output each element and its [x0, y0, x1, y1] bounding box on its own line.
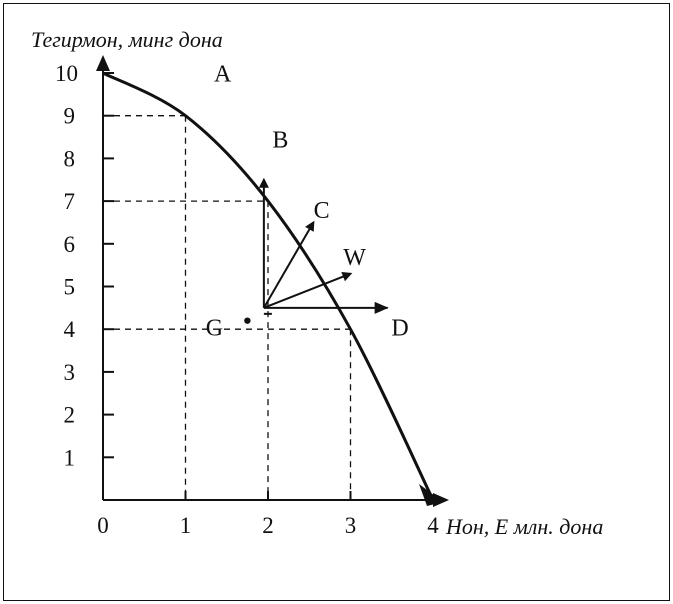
- change-vectors: [258, 177, 389, 315]
- y-axis-arrowhead: [96, 55, 110, 71]
- x-axis-title: Нон, Е млн. дона: [445, 514, 603, 539]
- point-labels: A B CW D G: [206, 62, 409, 342]
- x-tick-label-1: 1: [180, 513, 192, 538]
- x-tick-label-2: 2: [262, 513, 274, 538]
- y-axis-title: Тегирмон, минг дона: [31, 27, 223, 52]
- curve-end-arrowhead: [419, 484, 443, 506]
- point-label-g: G: [206, 316, 223, 342]
- y-tick-label-7: 7: [64, 189, 76, 214]
- point-label-a: A: [214, 62, 232, 88]
- x-tick-label-4: 4: [427, 513, 439, 538]
- vector-to-w: [263, 271, 353, 309]
- point-label-d: D: [391, 316, 408, 342]
- y-tick-label-4: 4: [64, 317, 76, 342]
- y-tick-label-8: 8: [64, 146, 76, 171]
- y-tick-label-2: 2: [64, 403, 76, 428]
- y-tick-label-5: 5: [64, 275, 76, 300]
- x-tick-label-0: 0: [97, 513, 109, 538]
- chart-frame: [3, 3, 670, 601]
- y-tick-label-3: 3: [64, 360, 76, 385]
- y-tick-label-10: 10: [55, 61, 78, 86]
- dashed-guide-lines: [103, 115, 352, 500]
- y-tick-label-9: 9: [64, 104, 76, 129]
- point-g-marker: [244, 317, 251, 324]
- x-axis-ticks: 0 1 2 3 4: [97, 491, 439, 538]
- point-label-b: B: [272, 128, 288, 154]
- point-label-w: W: [343, 245, 366, 271]
- x-tick-label-3: 3: [345, 513, 357, 538]
- point-label-c: C: [314, 198, 330, 224]
- y-axis-ticks: 1 2 3 4 5 6 7 8 9 10: [55, 61, 114, 470]
- y-tick-label-1: 1: [64, 445, 76, 470]
- y-tick-label-6: 6: [64, 232, 76, 257]
- vector-to-c: [263, 220, 315, 309]
- production-possibility-curve: [102, 71, 435, 501]
